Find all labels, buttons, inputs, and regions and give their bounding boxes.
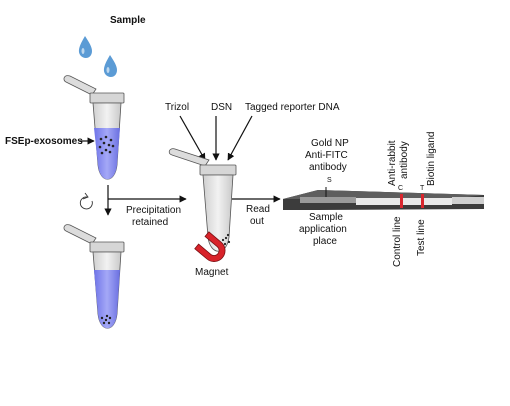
anti-fitc-label: Anti-FITC (305, 150, 348, 161)
microtube-icon (63, 224, 125, 329)
control-line-mark (400, 194, 403, 208)
read-out-label: Read (246, 204, 270, 215)
precipitation-label-2: retained (132, 217, 168, 228)
microtube-icon (63, 75, 125, 180)
test-line-mark (421, 194, 424, 208)
anti-rabbit-label-2: antibody (399, 141, 410, 179)
water-drop-icon (103, 55, 117, 78)
dsn-label: DSN (211, 102, 232, 113)
magnet-label: Magnet (195, 267, 229, 278)
trizol-label: Trizol (165, 102, 189, 113)
test-line-label: Test line (416, 219, 427, 256)
s-mark: S (327, 177, 332, 184)
water-drop-icon (78, 36, 92, 59)
microtube-icon (168, 148, 237, 252)
sample-app-label: Sample (309, 212, 343, 223)
biotin-ligand-label: Biotin ligand (426, 132, 437, 186)
control-line-label: Control line (392, 216, 403, 267)
sample-label: Sample (110, 15, 146, 26)
anti-rabbit-label: Anti-rabbit (387, 140, 398, 186)
c-mark: C (398, 185, 403, 192)
sample-app-label-3: place (313, 236, 337, 247)
gold-np-label: Gold NP (311, 138, 349, 149)
sample-app-label-2: application (299, 224, 347, 235)
precipitation-label: Precipitation (126, 205, 181, 216)
lateral-flow-strip-icon (283, 187, 484, 210)
rotate-icon (79, 192, 93, 210)
tagged-dna-label: Tagged reporter DNA (245, 102, 340, 113)
t-mark: T (420, 185, 425, 192)
antibody-label: antibody (309, 162, 347, 173)
read-out-label-2: out (250, 216, 264, 227)
magnet-icon (194, 231, 226, 262)
fsep-exosomes-label: FSEp-exosomes (5, 136, 83, 147)
